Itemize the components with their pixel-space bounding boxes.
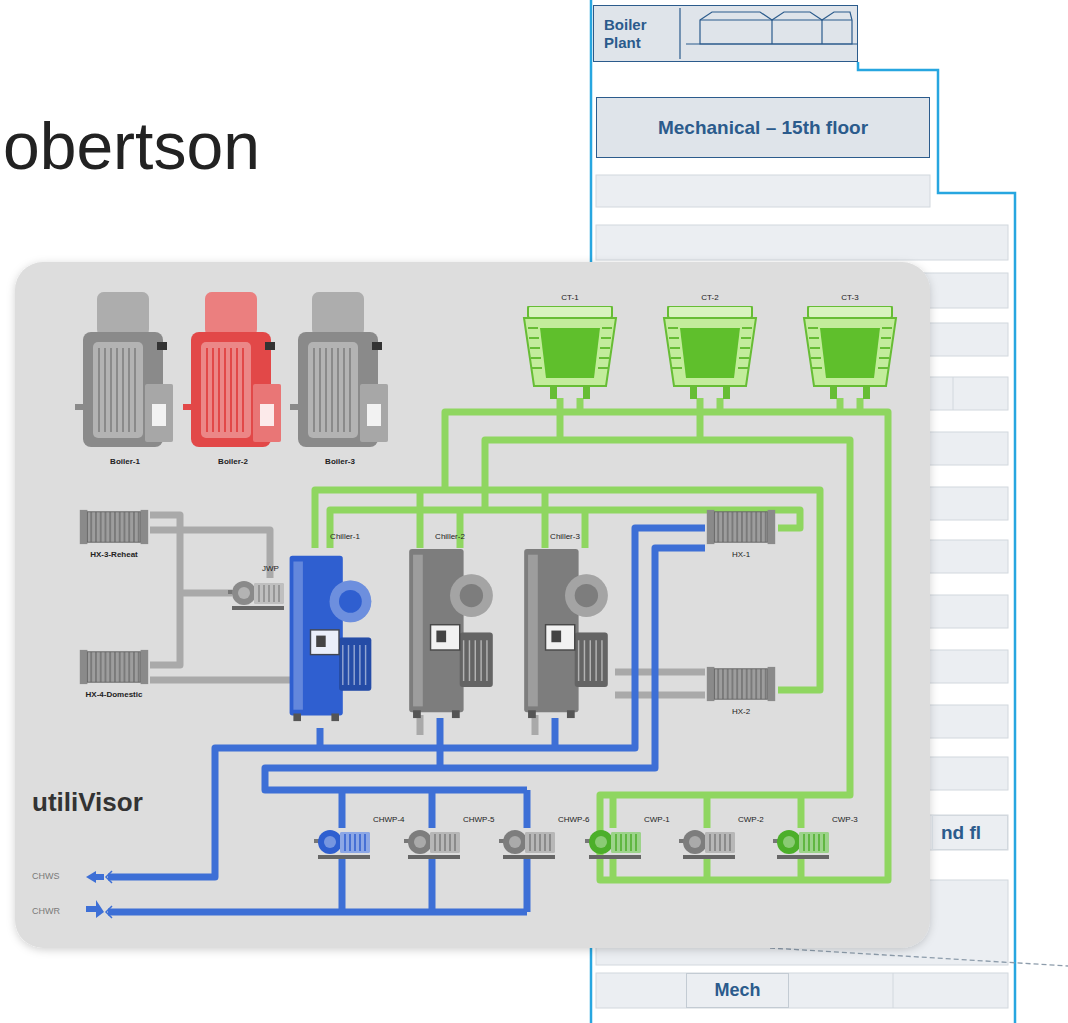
node-label: Mech	[714, 980, 760, 1001]
chiller-icon	[409, 549, 493, 718]
heat-exchanger-icon	[707, 510, 775, 544]
pump-icon	[499, 830, 555, 859]
equipment-label: CT-2	[701, 294, 718, 303]
equipment-label: JWP	[262, 565, 279, 574]
cooling-tower-icon	[804, 306, 896, 399]
boiler-icon	[183, 292, 281, 447]
pipe-end	[106, 871, 112, 918]
node-label: nd fl	[941, 822, 981, 844]
heat-exchanger-icon	[707, 667, 775, 701]
mechanical-floor-fill	[596, 97, 930, 158]
equipment-label: HX-1	[732, 551, 750, 560]
chiller-icon	[524, 549, 608, 718]
equipment-label: CHWS	[32, 872, 60, 882]
floor-band: nd fl	[932, 815, 1008, 850]
equipment-label: CT-3	[841, 294, 858, 303]
pipes	[108, 398, 888, 912]
cooling-tower-icon	[664, 306, 756, 399]
cooling-tower-icon	[524, 306, 616, 399]
pump-icon	[314, 830, 370, 859]
heat-exchanger-icon	[80, 650, 148, 684]
boiler-icon	[290, 292, 388, 447]
equipment	[75, 292, 896, 859]
node-label: Boiler Plant	[604, 16, 676, 51]
building-zone-box: Boiler Plant	[593, 5, 858, 62]
leader-line	[770, 948, 1068, 966]
equipment-label: Boiler-1	[110, 458, 140, 467]
equipment-label: Boiler-2	[218, 458, 248, 467]
equipment-label: CHWP-6	[558, 816, 590, 825]
equipment-label: CWP-2	[738, 816, 764, 825]
equipment-label: CWP-1	[644, 816, 670, 825]
box-divider	[679, 8, 680, 59]
flow-arrow	[86, 900, 104, 918]
tank-icon	[686, 12, 858, 44]
equipment-label: CHWR	[32, 907, 60, 917]
cw-arrows	[86, 871, 112, 918]
pump-icon	[228, 581, 284, 610]
plant-panel	[15, 262, 930, 948]
brand-logo: utiliVisor	[32, 788, 143, 817]
chilled-water-pipes	[108, 528, 705, 912]
boiler-icon	[75, 292, 173, 447]
pump-icon	[585, 830, 641, 859]
pump-icon	[404, 830, 460, 859]
equipment-label: CHWP-4	[373, 816, 405, 825]
equipment-label: Chiller-2	[435, 533, 465, 542]
node-label: Mechanical – 15th floor	[658, 117, 868, 139]
flow-arrow	[86, 871, 96, 883]
equipment-label: HX-4-Domestic	[86, 691, 143, 700]
equipment-label: Chiller-3	[550, 533, 580, 542]
flow-arrow	[96, 874, 104, 880]
equipment-label: CWP-3	[832, 816, 858, 825]
floor-cell: Mech	[686, 973, 789, 1008]
slide-title: obertson	[3, 108, 260, 184]
pump-icon	[679, 830, 735, 859]
equipment-label: HX-2	[732, 708, 750, 717]
equipment-label: HX-3-Reheat	[90, 551, 138, 560]
heat-exchanger-icon	[80, 510, 148, 544]
floor-box: Mechanical – 15th floor	[596, 97, 930, 158]
gray-pipes	[150, 515, 705, 735]
equipment-label: CT-1	[561, 294, 578, 303]
chiller-icon	[290, 556, 372, 721]
equipment-label: Chiller-1	[330, 533, 360, 542]
equipment-label: CHWP-5	[463, 816, 495, 825]
condenser-water-pipes	[315, 398, 888, 880]
pump-icon	[773, 830, 829, 859]
equipment-label: Boiler-3	[325, 458, 355, 467]
boiler-plant-fill	[593, 5, 858, 62]
